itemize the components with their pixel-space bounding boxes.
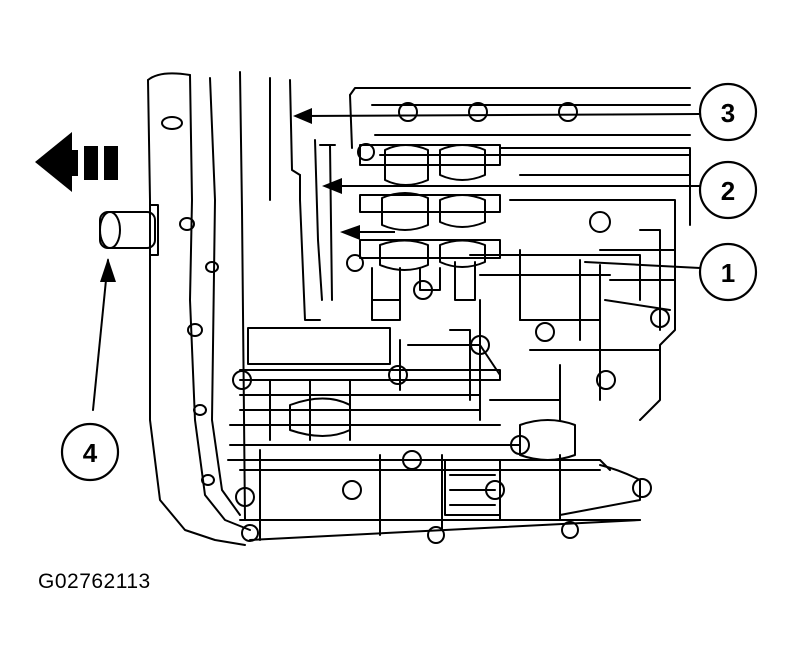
lower-plate	[227, 327, 641, 541]
valve-body	[299, 87, 691, 421]
callout-circles	[60, 82, 758, 482]
leader-arrowheads	[100, 108, 360, 282]
arrow-left-icon	[35, 132, 118, 192]
leader-lines	[92, 113, 701, 411]
figure-id: G02762113	[38, 570, 151, 593]
callout-label-4: 4	[83, 438, 98, 468]
callout-label-2: 2	[721, 176, 735, 206]
transmission-case	[147, 71, 301, 546]
callout-label-1: 1	[721, 258, 735, 288]
manual-shaft	[99, 204, 159, 256]
callout-label-3: 3	[721, 98, 735, 128]
valve-body-bolts	[232, 102, 670, 544]
solenoid-stack	[359, 144, 501, 321]
